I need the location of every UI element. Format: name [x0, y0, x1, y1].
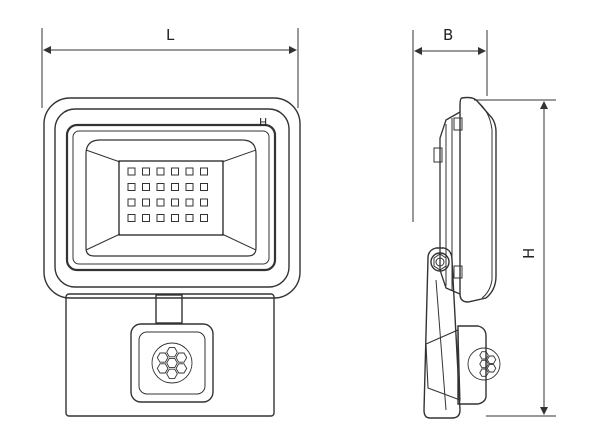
- led-chip: [200, 167, 208, 176]
- front-glass-edge: [477, 101, 493, 299]
- pivot-bolt: [430, 252, 450, 272]
- led-chip: [142, 183, 150, 191]
- led-chip: [185, 214, 194, 222]
- reflector: [85, 139, 257, 257]
- led-chip: [156, 198, 165, 207]
- dimension-height: [474, 99, 556, 417]
- front-view: [41, 28, 301, 417]
- led-chip: [156, 167, 165, 176]
- led-chip: [185, 198, 194, 207]
- led-chip: [127, 183, 136, 191]
- led-chip: [156, 183, 165, 191]
- led-chip: [142, 198, 150, 207]
- dimension-depth: [412, 30, 488, 222]
- front-frame-inner: [72, 130, 270, 265]
- label-height: H: [520, 248, 538, 259]
- led-chip: [171, 167, 179, 176]
- led-chip: [171, 214, 179, 222]
- led-chip: [200, 183, 208, 191]
- side-view: [412, 30, 556, 419]
- label-depth: B: [443, 26, 453, 44]
- clip-bottom: [453, 265, 463, 279]
- corner-mark: H: [259, 116, 267, 129]
- stem: [155, 294, 183, 324]
- led-chip: [200, 198, 208, 207]
- led-chip: [127, 167, 136, 176]
- back-body: [439, 111, 461, 295]
- sensor-housing: [130, 323, 214, 403]
- sensor-mount: [425, 329, 461, 401]
- front-frame: [65, 123, 277, 272]
- led-chip: [185, 183, 194, 191]
- led-grid: [127, 167, 208, 222]
- housing-outer: [43, 97, 301, 299]
- sensor-side-body: [457, 325, 487, 405]
- led-chip: [171, 183, 179, 191]
- led-chip: [200, 214, 208, 222]
- bracket-arm: [423, 247, 461, 419]
- mounting-plate: [65, 293, 275, 417]
- dimension-length: [41, 28, 299, 108]
- housing-inner-rim: [54, 108, 290, 288]
- sensor-cover: [138, 331, 206, 395]
- led-chip: [142, 214, 150, 222]
- led-chip: [142, 167, 150, 176]
- housing-profile: [459, 96, 497, 303]
- led-chip: [127, 198, 136, 207]
- clip-top: [453, 117, 463, 131]
- clip-mid: [433, 147, 443, 163]
- led-board: [118, 160, 224, 236]
- pir-side-icon: [467, 347, 501, 381]
- pir-sensor-icon: [151, 342, 193, 384]
- led-chip: [127, 214, 136, 222]
- led-chip: [171, 198, 179, 207]
- led-chip: [185, 167, 194, 176]
- led-chip: [156, 214, 165, 222]
- label-length: L: [166, 26, 175, 44]
